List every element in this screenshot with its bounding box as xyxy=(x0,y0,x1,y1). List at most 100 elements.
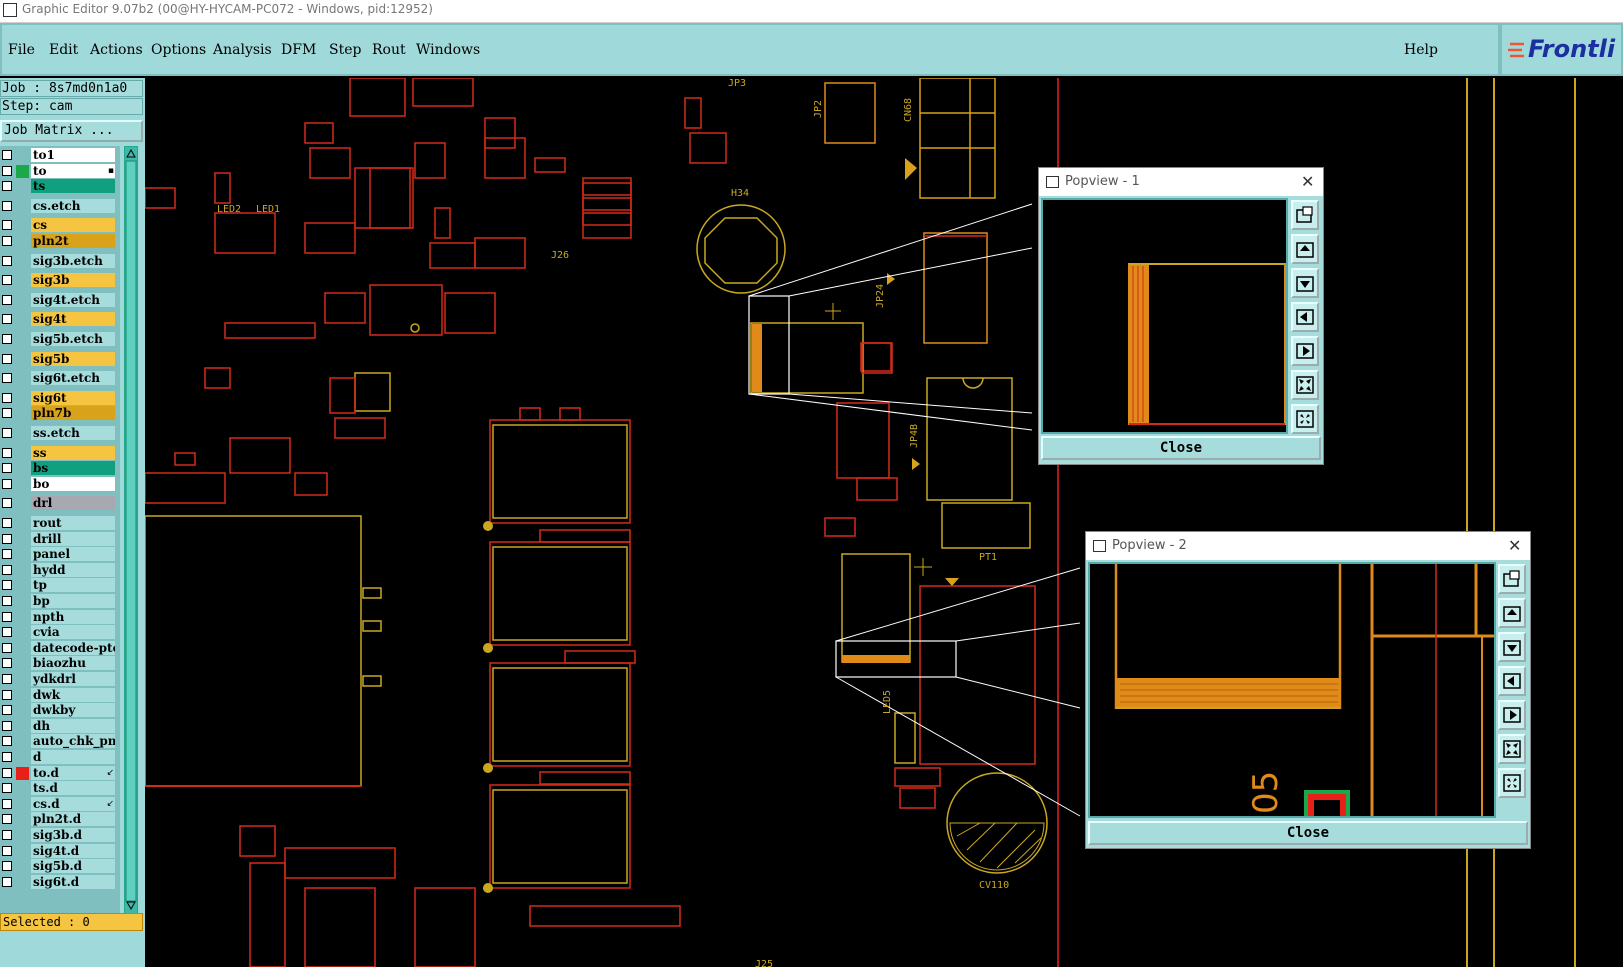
layer-checkbox[interactable] xyxy=(2,642,12,653)
zoom-out-icon[interactable] xyxy=(1291,370,1319,400)
layer-name[interactable]: panel xyxy=(31,547,115,562)
layer-row[interactable]: datecode-ptch xyxy=(0,640,118,656)
layer-name[interactable]: drill xyxy=(31,531,115,546)
layer-name[interactable]: pln2t.d xyxy=(31,812,115,827)
layer-checkbox[interactable] xyxy=(2,463,12,474)
popview-2-close-button[interactable]: Close xyxy=(1088,821,1528,845)
layer-color-swatch[interactable] xyxy=(16,642,29,655)
layer-color-swatch[interactable] xyxy=(16,447,29,460)
layer-color-swatch[interactable] xyxy=(16,626,29,639)
layer-row[interactable]: sig6t.d xyxy=(0,874,118,890)
layer-name[interactable]: sig3b xyxy=(31,273,115,288)
layer-checkbox[interactable] xyxy=(2,830,12,840)
layer-checkbox[interactable] xyxy=(2,478,12,489)
layer-checkbox[interactable] xyxy=(2,353,12,364)
layer-checkbox[interactable] xyxy=(2,798,12,809)
layer-checkbox[interactable] xyxy=(2,200,12,211)
layer-name[interactable]: dh xyxy=(31,718,115,733)
layer-row[interactable]: cs.d↙ xyxy=(0,796,118,812)
layer-color-swatch[interactable] xyxy=(16,372,29,385)
layer-checkbox[interactable] xyxy=(2,181,12,192)
layer-row[interactable]: dwk xyxy=(0,687,118,703)
layer-row[interactable]: panel xyxy=(0,547,118,562)
layer-name[interactable]: sig6t xyxy=(31,390,115,405)
pan-up-icon[interactable] xyxy=(1498,598,1526,628)
pan-right-icon[interactable] xyxy=(1291,336,1319,366)
layer-name[interactable]: bs xyxy=(31,461,115,476)
layer-name[interactable]: cs xyxy=(31,218,115,233)
layer-name[interactable]: sig4t.etch xyxy=(31,292,115,307)
layer-checkbox[interactable] xyxy=(2,689,12,700)
layer-name[interactable]: ydkdrl xyxy=(31,672,115,686)
layer-color-swatch[interactable] xyxy=(16,533,29,546)
popview-1-close-icon[interactable]: ✕ xyxy=(1301,172,1315,191)
layer-name[interactable]: dwk xyxy=(31,687,115,702)
layer-name[interactable]: pln2t xyxy=(31,234,115,248)
layer-color-swatch[interactable] xyxy=(16,180,29,193)
layer-color-swatch[interactable] xyxy=(16,657,29,670)
layer-checkbox[interactable] xyxy=(2,533,12,544)
layer-row[interactable]: sig6t.etch xyxy=(0,371,118,386)
layer-name[interactable]: sig5b xyxy=(31,351,115,366)
layer-row[interactable]: auto_chk_pn. xyxy=(0,734,118,749)
layer-row[interactable]: sig5b.etch xyxy=(0,332,118,347)
layer-color-swatch[interactable] xyxy=(16,611,29,624)
popview-2-titlebar[interactable]: Popview - 2 ✕ xyxy=(1086,532,1530,560)
layer-color-swatch[interactable] xyxy=(16,478,29,491)
layer-name[interactable]: sig3b.d xyxy=(31,828,115,842)
layer-row[interactable]: dwkby xyxy=(0,703,118,718)
pan-right-icon[interactable] xyxy=(1498,700,1526,730)
layer-checkbox[interactable] xyxy=(2,861,12,872)
layer-checkbox[interactable] xyxy=(2,580,12,591)
menu-windows[interactable]: Windows xyxy=(416,42,481,58)
layer-checkbox[interactable] xyxy=(2,150,12,160)
layer-row[interactable]: pln2t.d xyxy=(0,812,118,827)
zoom-fit-icon[interactable] xyxy=(1498,564,1526,594)
layer-color-swatch[interactable] xyxy=(16,333,29,346)
layer-checkbox[interactable] xyxy=(2,408,12,419)
layer-row[interactable]: drill xyxy=(0,531,118,547)
layer-checkbox[interactable] xyxy=(2,674,12,684)
layer-checkbox[interactable] xyxy=(2,275,12,286)
layer-name[interactable]: sig4t.d xyxy=(31,843,115,858)
layer-color-swatch[interactable] xyxy=(16,829,29,842)
pan-down-icon[interactable] xyxy=(1498,632,1526,662)
layer-checkbox[interactable] xyxy=(2,314,12,325)
layer-checkbox[interactable] xyxy=(2,564,12,575)
layer-name[interactable]: sig5b.etch xyxy=(31,332,115,346)
layer-color-swatch[interactable] xyxy=(16,860,29,873)
layer-name[interactable]: d xyxy=(31,750,115,764)
pan-left-icon[interactable] xyxy=(1291,302,1319,332)
layer-name[interactable]: cs.etch xyxy=(31,198,115,213)
layer-color-swatch[interactable] xyxy=(16,164,29,178)
layer-name[interactable]: ts xyxy=(31,179,115,194)
layer-name[interactable]: dwkby xyxy=(31,703,115,718)
layer-name[interactable]: sig4t xyxy=(31,312,115,327)
layer-color-swatch[interactable] xyxy=(16,407,29,420)
layer-checkbox[interactable] xyxy=(2,767,12,778)
layer-row[interactable]: npth xyxy=(0,609,118,625)
layer-name[interactable]: auto_chk_pn. xyxy=(31,734,115,749)
layer-row[interactable]: to▪ xyxy=(0,163,118,179)
layer-name[interactable]: npth xyxy=(31,609,115,624)
layer-name[interactable]: hydd xyxy=(31,562,115,577)
layer-name[interactable]: sig5b.d xyxy=(31,859,115,874)
layer-list-scrollbar[interactable] xyxy=(124,146,138,916)
layer-checkbox[interactable] xyxy=(2,255,12,266)
layer-checkbox[interactable] xyxy=(2,447,12,458)
layer-name[interactable]: cs.d xyxy=(31,796,115,811)
layer-color-swatch[interactable] xyxy=(16,255,29,268)
layer-row[interactable]: sig4t.etch xyxy=(0,292,118,308)
popview-2-window[interactable]: Popview - 2 ✕ 05 xyxy=(1085,531,1531,849)
layer-checkbox[interactable] xyxy=(2,498,12,509)
layer-color-swatch[interactable] xyxy=(16,689,29,702)
layer-row[interactable]: ss.etch xyxy=(0,426,118,441)
menu-rout[interactable]: Rout xyxy=(372,42,406,58)
layer-row[interactable]: sig4t.d xyxy=(0,843,118,859)
layer-row[interactable]: drl xyxy=(0,496,118,511)
layer-row[interactable]: sig3b.etch xyxy=(0,253,118,269)
layer-row[interactable]: rout xyxy=(0,516,118,531)
layer-row[interactable]: bs xyxy=(0,461,118,476)
zoom-in-icon[interactable] xyxy=(1498,768,1526,798)
